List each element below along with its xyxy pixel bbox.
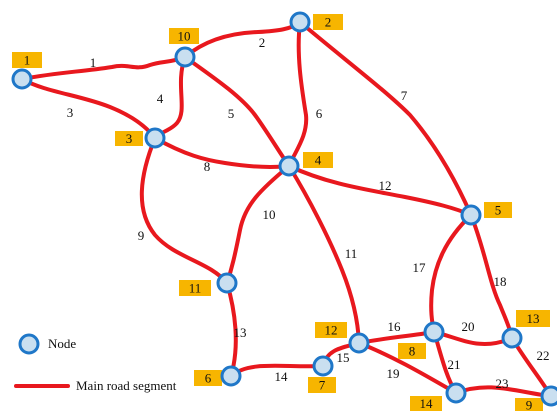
road-segment-19 [357, 341, 458, 395]
node-label-8: 8 [409, 344, 416, 359]
node-label-box-6 [194, 370, 222, 386]
node-label-7: 7 [319, 378, 326, 393]
node-label-12: 12 [325, 323, 338, 338]
node-label-box-3 [115, 131, 143, 146]
segment-label-3: 3 [67, 105, 74, 120]
node-label-14: 14 [420, 396, 434, 411]
node-3 [144, 127, 166, 149]
node-label-box-13 [516, 310, 550, 327]
segment-label-9: 9 [138, 228, 145, 243]
node-14 [445, 382, 467, 404]
segment-label-2: 2 [259, 35, 266, 50]
legend-node-icon [18, 333, 40, 355]
node-10 [174, 46, 196, 68]
road-segment-9 [139, 136, 229, 285]
segment-label-11: 11 [345, 246, 358, 261]
segment-label-4: 4 [157, 91, 164, 106]
road-segment-3 [20, 77, 157, 140]
node-label-box-2 [313, 14, 343, 30]
node-8 [423, 321, 445, 343]
node-label-box-11 [179, 280, 211, 296]
segment-label-5: 5 [228, 106, 235, 121]
segment-label-16: 16 [388, 319, 402, 334]
node-label-4: 4 [315, 153, 322, 168]
node-label-9: 9 [526, 398, 533, 411]
segment-label-6: 6 [316, 106, 323, 121]
node-4 [278, 155, 300, 177]
road-segment-5 [183, 55, 291, 168]
node-label-box-12 [315, 322, 347, 338]
segment-label-21: 21 [448, 357, 461, 372]
segment-label-12: 12 [379, 178, 392, 193]
segment-label-1: 1 [90, 55, 97, 70]
segment-label-15: 15 [337, 350, 350, 365]
node-label-11: 11 [189, 281, 202, 296]
segment-label-14: 14 [275, 369, 289, 384]
node-9 [540, 385, 557, 407]
node-1 [11, 68, 33, 90]
node-label-box-10 [169, 28, 199, 44]
legend-node-text: Node [48, 336, 76, 351]
node-label-5: 5 [495, 203, 502, 218]
node-label-box-9 [515, 398, 543, 411]
segment-label-13: 13 [234, 325, 247, 340]
segment-label-7: 7 [401, 88, 408, 103]
node-5 [460, 204, 482, 226]
road-segment-1 [20, 55, 187, 81]
road-segment-12 [287, 164, 473, 217]
legend: Node Main road segment [14, 333, 177, 393]
node-7 [312, 355, 334, 377]
node-12 [348, 332, 370, 354]
segment-label-19: 19 [387, 366, 400, 381]
node-label-1: 1 [24, 53, 31, 68]
road-segment-11 [287, 164, 361, 345]
road-segment-7 [298, 20, 473, 217]
node-label-box-5 [484, 202, 512, 218]
node-label-6: 6 [205, 371, 212, 386]
segment-label-10: 10 [263, 207, 276, 222]
road-segment-17 [429, 213, 473, 334]
road-segment-8 [153, 136, 291, 169]
node-6 [220, 365, 242, 387]
legend-road-text: Main road segment [76, 378, 177, 393]
segment-label-23: 23 [496, 376, 509, 391]
node-label-box-4 [303, 152, 333, 168]
node-label-box-14 [410, 396, 442, 411]
node-label-3: 3 [126, 131, 133, 146]
node-2 [289, 11, 311, 33]
node-label-box-8 [398, 343, 426, 359]
node-label-box-1 [12, 52, 42, 68]
road-segment-6 [287, 20, 309, 168]
segment-label-8: 8 [204, 159, 211, 174]
segment-label-20: 20 [462, 319, 475, 334]
node-label-box-7 [308, 377, 336, 393]
road-segment-10 [225, 164, 291, 285]
node-label-10: 10 [178, 29, 191, 44]
segment-label-17: 17 [413, 260, 427, 275]
node-label-13: 13 [527, 311, 540, 326]
segment-label-22: 22 [537, 348, 550, 363]
node-13 [501, 327, 523, 349]
node-label-2: 2 [325, 15, 332, 30]
segment-label-18: 18 [494, 274, 507, 289]
node-11 [216, 272, 238, 294]
road-segment-2 [183, 20, 302, 59]
